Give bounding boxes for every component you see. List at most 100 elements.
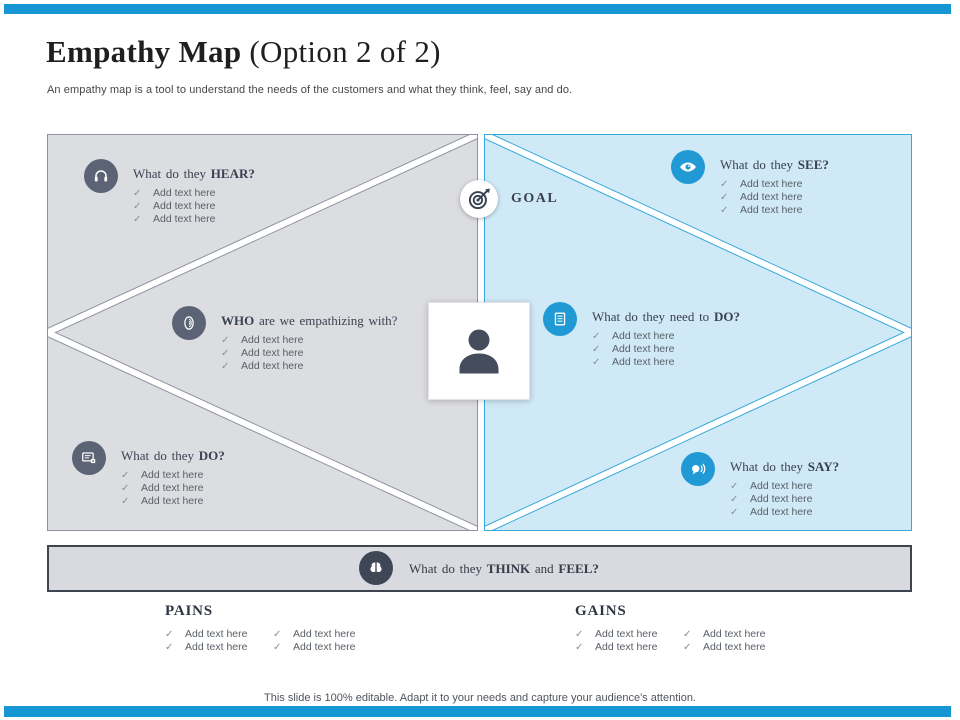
gains-block: GAINS ✓Add text here ✓Add text here ✓Add…: [575, 603, 765, 654]
section-say: What do they SAY? ✓Add text here ✓Add te…: [681, 452, 839, 519]
section-title-who: WHO are we empathizing with?: [221, 313, 398, 328]
page-title: Empathy Map (Option 2 of 2): [46, 34, 441, 70]
check-icon: ✓: [165, 629, 174, 640]
list-item[interactable]: ✓Add text here: [720, 178, 803, 190]
section-title-see: What do they SEE?: [720, 157, 829, 172]
persona-image-box: [428, 302, 530, 400]
check-icon: ✓: [221, 335, 230, 346]
check-icon: ✓: [221, 348, 230, 359]
target-goal-icon: [468, 188, 490, 210]
list-item[interactable]: ✓Add text here: [730, 493, 813, 505]
section-title-say: What do they SAY?: [730, 459, 840, 474]
check-icon: ✓: [592, 344, 601, 355]
who-checklist: ✓Add text here ✓Add text here ✓Add text …: [221, 334, 397, 373]
list-item[interactable]: ✓Add text here: [165, 628, 248, 640]
check-icon: ✓: [730, 507, 739, 518]
list-item[interactable]: ✓Add text here: [273, 628, 356, 640]
check-icon: ✓: [133, 188, 142, 199]
check-icon: ✓: [133, 214, 142, 225]
gray-panel: [47, 134, 478, 531]
list-item[interactable]: ✓Add text here: [720, 204, 803, 216]
list-item[interactable]: ✓Add text here: [730, 480, 813, 492]
list-item[interactable]: ✓Add text here: [730, 506, 813, 518]
check-icon: ✓: [720, 192, 729, 203]
check-icon: ✓: [683, 629, 692, 640]
hear-checklist: ✓Add text here ✓Add text here ✓Add text …: [133, 187, 255, 226]
check-icon: ✓: [592, 357, 601, 368]
list-item[interactable]: ✓Add text here: [720, 191, 803, 203]
check-icon: ✓: [273, 642, 282, 653]
section-title-need-do: What do they need to DO?: [592, 309, 740, 324]
need-do-checklist: ✓Add text here ✓Add text here ✓Add text …: [592, 330, 740, 369]
pains-block: PAINS ✓Add text here ✓Add text here ✓Add…: [165, 603, 355, 654]
section-title-do: What do they DO?: [121, 448, 225, 463]
check-icon: ✓: [221, 361, 230, 372]
section-title-hear: What do they HEAR?: [133, 166, 255, 181]
list-item[interactable]: ✓Add text here: [165, 641, 248, 653]
checklist-card-icon: [72, 441, 106, 475]
check-icon: ✓: [121, 470, 130, 481]
check-icon: ✓: [575, 629, 584, 640]
gains-col-1: ✓Add text here ✓Add text here: [575, 628, 683, 654]
section-need-do: What do they need to DO? ✓Add text here …: [543, 302, 740, 369]
check-icon: ✓: [165, 642, 174, 653]
check-icon: ✓: [720, 179, 729, 190]
list-item[interactable]: ✓Add text here: [221, 334, 304, 346]
list-item[interactable]: ✓Add text here: [683, 641, 766, 653]
gains-col-2: ✓Add text here ✓Add text here: [683, 628, 765, 654]
diagonal-divider-left: [48, 135, 477, 530]
list-item[interactable]: ✓Add text here: [592, 330, 675, 342]
title-main: Empathy Map: [46, 34, 242, 69]
listening-head-icon: [84, 159, 118, 193]
goal-label: GOAL: [511, 191, 559, 206]
think-feel-title: What do they THINK and FEEL?: [409, 561, 599, 576]
list-item[interactable]: ✓Add text here: [575, 641, 658, 653]
list-item[interactable]: ✓Add text here: [592, 356, 675, 368]
check-icon: ✓: [121, 483, 130, 494]
list-item[interactable]: ✓Add text here: [121, 482, 204, 494]
diagonal-divider-right: [485, 135, 911, 530]
pains-col-1: ✓Add text here ✓Add text here: [165, 628, 273, 654]
person-icon: [459, 329, 499, 374]
pains-heading: PAINS: [165, 603, 213, 619]
section-hear: What do they HEAR? ✓Add text here ✓Add t…: [84, 159, 255, 226]
list-item[interactable]: ✓Add text here: [221, 347, 304, 359]
check-icon: ✓: [133, 201, 142, 212]
section-see: What do they SEE? ✓Add text here ✓Add te…: [671, 150, 829, 217]
list-item[interactable]: ✓Add text here: [273, 641, 356, 653]
gains-heading: GAINS: [575, 603, 627, 619]
section-do: What do they DO? ✓Add text here ✓Add tex…: [72, 441, 225, 508]
list-item[interactable]: ✓Add text here: [133, 187, 216, 199]
see-checklist: ✓Add text here ✓Add text here ✓Add text …: [720, 178, 829, 217]
goal-badge: [460, 180, 498, 218]
list-item[interactable]: ✓Add text here: [683, 628, 766, 640]
bottom-accent-bar: [4, 706, 951, 717]
check-icon: ✓: [720, 205, 729, 216]
eye-icon: [671, 150, 705, 184]
do-checklist: ✓Add text here ✓Add text here ✓Add text …: [121, 469, 225, 508]
title-option: (Option 2 of 2): [241, 34, 441, 69]
list-item[interactable]: ✓Add text here: [592, 343, 675, 355]
brain-icon: [359, 551, 393, 585]
list-item[interactable]: ✓Add text here: [133, 213, 216, 225]
think-feel-bar: What do they THINK and FEEL?: [47, 545, 912, 592]
list-item[interactable]: ✓Add text here: [121, 469, 204, 481]
list-item[interactable]: ✓Add text here: [121, 495, 204, 507]
pains-col-2: ✓Add text here ✓Add text here: [273, 628, 355, 654]
top-accent-bar: [4, 4, 951, 14]
list-item[interactable]: ✓Add text here: [575, 628, 658, 640]
check-icon: ✓: [730, 494, 739, 505]
check-icon: ✓: [683, 642, 692, 653]
check-icon: ✓: [575, 642, 584, 653]
editable-note: This slide is 100% editable. Adapt it to…: [264, 692, 696, 704]
list-item[interactable]: ✓Add text here: [133, 200, 216, 212]
check-icon: ✓: [730, 481, 739, 492]
slide-subtitle: An empathy map is a tool to understand t…: [47, 84, 573, 96]
check-icon: ✓: [273, 629, 282, 640]
open-book-icon: [543, 302, 577, 336]
fingerprint-icon: [172, 306, 206, 340]
check-icon: ✓: [121, 496, 130, 507]
check-icon: ✓: [592, 331, 601, 342]
list-item[interactable]: ✓Add text here: [221, 360, 304, 372]
